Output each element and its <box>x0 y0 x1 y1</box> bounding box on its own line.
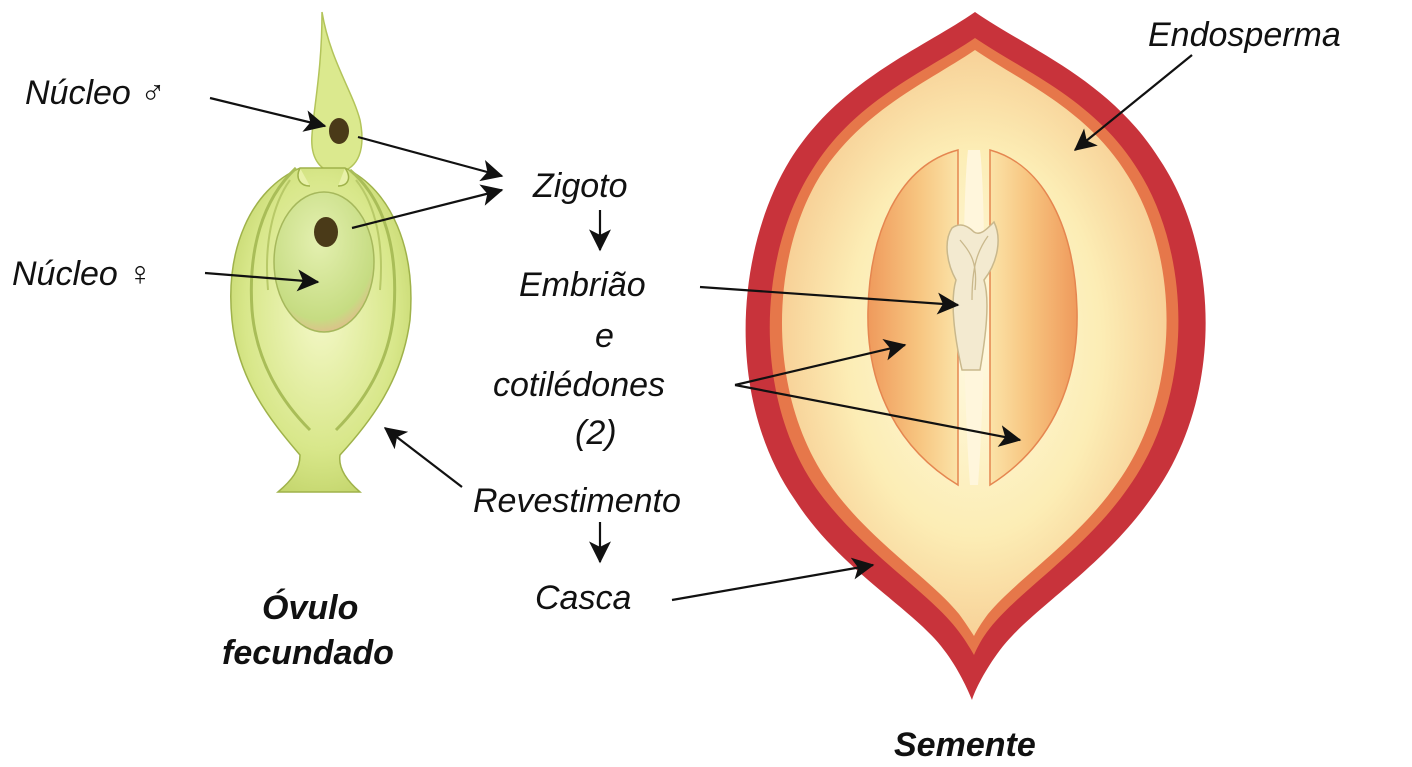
title-ovulo: Óvulo <box>262 589 358 627</box>
title-fecundado: fecundado <box>222 634 394 672</box>
label-cotiledones: cotilédones <box>493 366 665 404</box>
label-nucleo-male: Núcleo ♂ <box>25 74 166 112</box>
male-nucleus <box>329 118 349 144</box>
label-casca: Casca <box>535 579 631 617</box>
label-e: e <box>595 317 614 355</box>
label-revestimento: Revestimento <box>473 482 681 520</box>
fertilized-ovule <box>231 12 411 492</box>
arrow-revestimento <box>385 428 462 487</box>
pollen-tube <box>312 12 362 172</box>
label-endosperma: Endosperma <box>1148 16 1341 54</box>
label-nucleo-female: Núcleo ♀ <box>12 255 153 293</box>
arrow-tube-to-zygote <box>358 137 502 176</box>
label-zigoto: Zigoto <box>532 167 628 205</box>
embryo-sac <box>274 192 374 332</box>
female-nucleus <box>314 217 338 247</box>
seed <box>746 12 1206 700</box>
title-semente: Semente <box>894 726 1036 764</box>
arrow-male-nucleus <box>210 98 325 126</box>
label-embriao: Embrião <box>519 266 646 304</box>
arrow-casca <box>672 565 873 600</box>
label-dois: (2) <box>575 414 617 452</box>
